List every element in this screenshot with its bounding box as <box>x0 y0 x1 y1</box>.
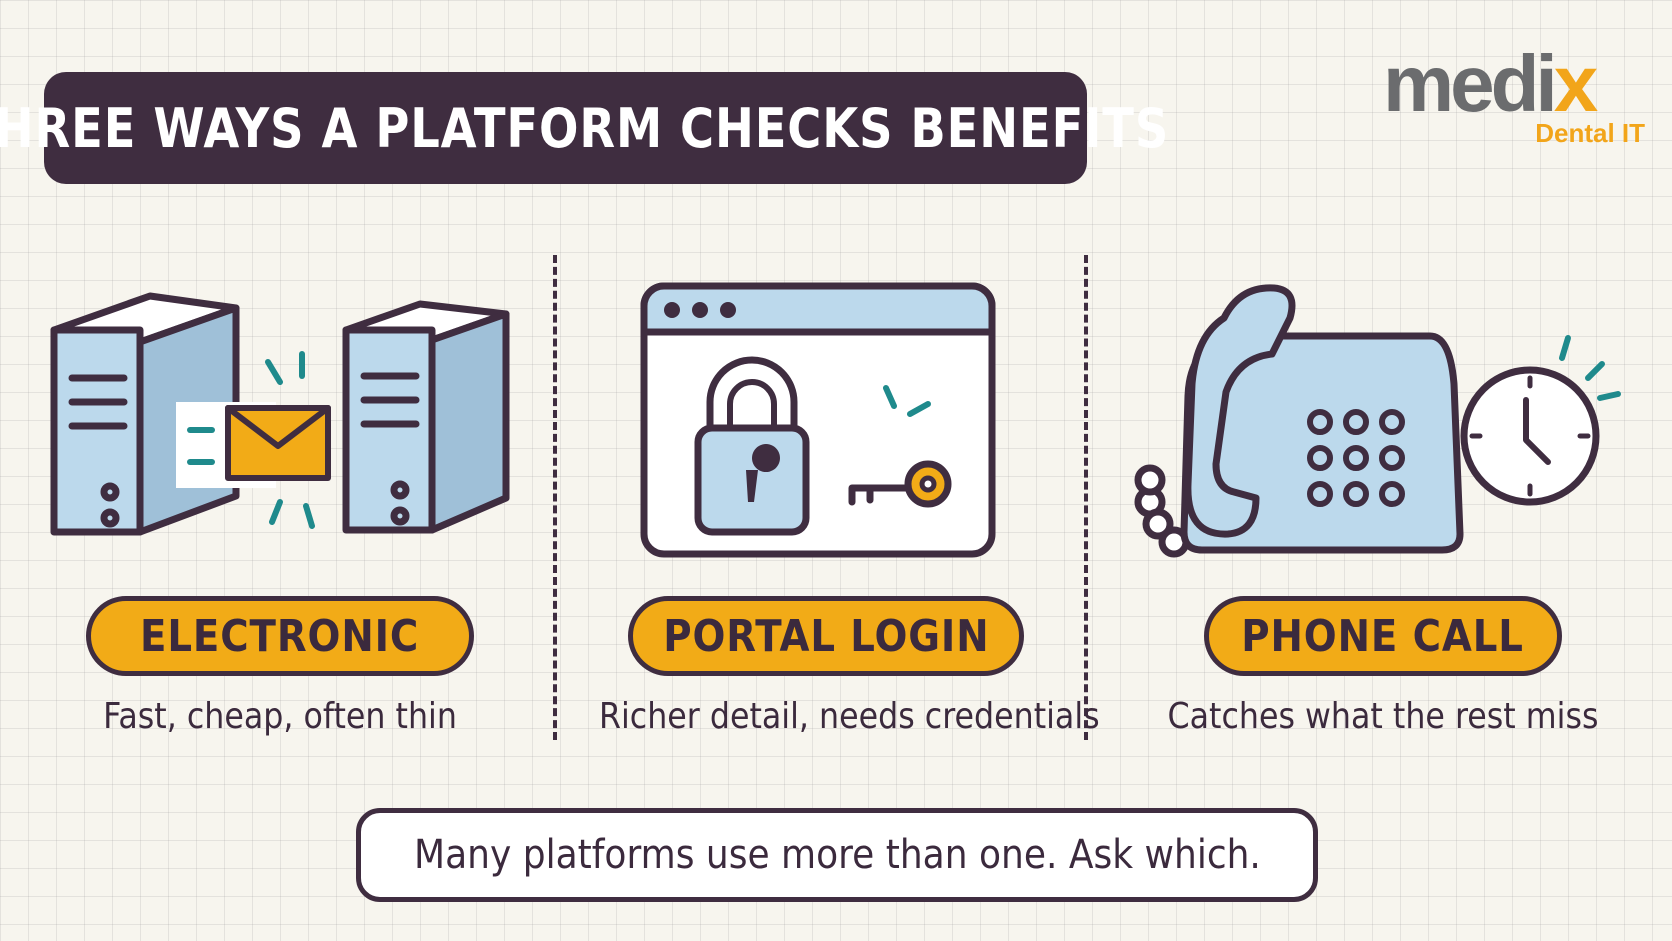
title-banner: THREE WAYS A PLATFORM CHECKS BENEFITS <box>0 72 1168 184</box>
method-label: PORTAL LOGIN <box>662 610 990 662</box>
logo-word-main: medi <box>1383 39 1558 128</box>
footer-note-box: Many platforms use more than one. Ask wh… <box>356 808 1318 902</box>
method-pill-electronic: ELECTRONIC <box>86 596 474 676</box>
method-caption-electronic: Fast, cheap, often thin <box>103 696 457 737</box>
method-caption-phone-call: Catches what the rest miss <box>1167 696 1599 737</box>
browser-lock-key-icon <box>640 282 996 558</box>
logo-wordmark: medix <box>1383 44 1598 124</box>
logo-subtitle: Dental IT <box>1535 118 1645 148</box>
method-caption-portal-login: Richer detail, needs credentials <box>598 696 1100 737</box>
method-label: ELECTRONIC <box>140 610 420 662</box>
method-pill-phone-call: PHONE CALL <box>1204 596 1562 676</box>
servers-envelope-icon <box>50 292 510 536</box>
method-label: PHONE CALL <box>1241 610 1525 662</box>
column-divider-right <box>1084 255 1088 740</box>
telephone-clock-icon <box>1134 284 1621 558</box>
method-pill-portal-login: PORTAL LOGIN <box>628 596 1024 676</box>
medix-logo: medix Dental IT <box>1375 44 1645 152</box>
column-divider-left <box>553 255 557 740</box>
footer-note: Many platforms use more than one. Ask wh… <box>413 832 1261 878</box>
page-title: THREE WAYS A PLATFORM CHECKS BENEFITS <box>0 96 1169 160</box>
logo-word-x: x <box>1553 39 1598 128</box>
